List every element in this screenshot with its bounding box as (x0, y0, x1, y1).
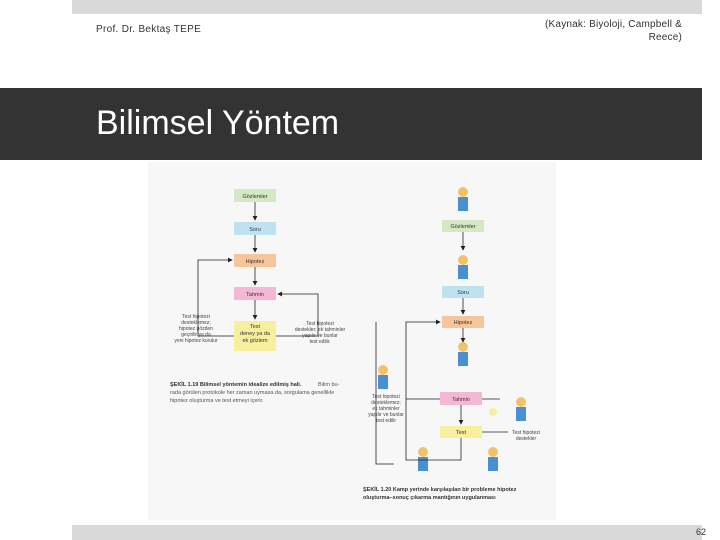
box-prediction-right (440, 392, 482, 405)
svg-text:test edilir: test edilir (376, 418, 396, 424)
scientific-method-diagram: Gözlemler Soru Hipotez Tahmin Test deney… (170, 187, 540, 501)
label-test-left-3: ek gözlem (242, 338, 267, 344)
person-icon (516, 397, 526, 421)
label-observations-left: Gözlemler (242, 194, 267, 200)
flowchart-right: Gözlemler Soru Hipotez Tahmin Test Test … (363, 187, 540, 501)
svg-text:Test hipotezi: Test hipotezi (512, 430, 540, 436)
box-hypothesis-left (234, 254, 276, 267)
svg-text:test edilir.: test edilir. (309, 339, 330, 345)
box-observations-right (442, 220, 484, 232)
label-prediction-left: Tahmin (246, 292, 264, 298)
label-prediction-right: Tahmin (452, 397, 470, 403)
box-question-left (234, 222, 276, 235)
person-icon (378, 365, 388, 389)
person-icon (418, 447, 428, 471)
svg-text:Test hipotezi: Test hipotezi (182, 314, 210, 320)
bottom-decor-bar (72, 525, 702, 540)
svg-text:rada görülen protokole her zam: rada görülen protokole her zaman uymasa … (170, 390, 334, 396)
box-question-right (442, 286, 484, 298)
label-question-right: Soru (457, 290, 469, 296)
svg-text:Test hipotezi: Test hipotezi (372, 394, 400, 400)
box-observations-left (234, 189, 276, 202)
svg-text:hipotez gözden: hipotez gözden (179, 326, 213, 332)
svg-text:oluşturma–sonuç çıkarma mantığ: oluşturma–sonuç çıkarma mantığının uygul… (363, 495, 496, 501)
caption-fig-1-20: ŞEKİL 1.20 Kamp yerinde karşılaşılan bir… (363, 486, 517, 501)
svg-text:ŞEKİL 1.19 Bilimsel yöntemin: ŞEKİL 1.19 Bilimsel yöntemin idealize ed… (170, 381, 302, 388)
note-left-flowchart-right: Test hipotezi desteklemez; ek tahminler … (368, 394, 404, 424)
box-hypothesis-right (442, 316, 484, 328)
svg-text:yapılır ve bunlar: yapılır ve bunlar (302, 333, 338, 339)
title-band (0, 88, 702, 160)
box-test-left (234, 321, 276, 351)
flowchart-left: Gözlemler Soru Hipotez Tahmin Test deney… (170, 189, 345, 404)
person-icon (458, 187, 468, 211)
slide-title: Bilimsel Yöntem (96, 104, 340, 142)
svg-text:desteklemez;: desteklemez; (371, 400, 400, 406)
flashlight-icon (489, 408, 497, 416)
person-icon (458, 255, 468, 279)
top-decor-bar (72, 0, 702, 14)
svg-text:hipotez oluşturma ve test etme: hipotez oluşturma ve test etmeyi içerir. (170, 398, 264, 404)
box-prediction-left (234, 287, 276, 300)
label-test-left-2: deney ya da (240, 331, 271, 337)
textbook-figure: Gözlemler Soru Hipotez Tahmin Test deney… (148, 162, 556, 520)
note-right-flowchart-right: Test hipotezi destekler (512, 430, 540, 442)
label-test-right: Test (456, 430, 467, 436)
author-name: Prof. Dr. Bektaş TEPE (96, 24, 202, 35)
svg-text:desteklemez;: desteklemez; (181, 320, 210, 326)
note-left-flowchart: Test hipotezi desteklemez; hipotez gözde… (174, 314, 218, 344)
box-test-right (440, 426, 482, 438)
svg-text:destekler: destekler (516, 436, 537, 442)
label-hypothesis-right: Hipotez (454, 320, 473, 326)
label-question-left: Soru (249, 227, 261, 233)
note-right-flowchart: Test hipotezi destekler; ek tahminler ya… (295, 321, 346, 345)
svg-text:ek tahminler: ek tahminler (372, 406, 400, 412)
svg-text:ŞEKİL 1.20 Kamp yerinde karşı: ŞEKİL 1.20 Kamp yerinde karşılaşılan bir… (363, 486, 517, 493)
label-observations-right: Gözlemler (450, 224, 475, 230)
svg-text:yapılır ve bunlar: yapılır ve bunlar (368, 412, 404, 418)
svg-text:Test hipotezi: Test hipotezi (306, 321, 334, 327)
person-icon (458, 342, 468, 366)
source-citation: (Kaynak: Biyoloji, Campbell & Reece) (545, 19, 682, 43)
label-hypothesis-left: Hipotez (246, 259, 265, 265)
svg-text:destekler; ek tahminler: destekler; ek tahminler (295, 327, 346, 333)
svg-text:yeni hipotez kurulur: yeni hipotez kurulur (174, 338, 218, 344)
page-number: 62 (695, 527, 706, 537)
label-test-left-1: Test (250, 324, 261, 330)
person-icon (488, 447, 498, 471)
svg-text:Bilim bu-: Bilim bu- (318, 382, 340, 388)
svg-text:geçirilir ya da: geçirilir ya da (181, 332, 211, 338)
caption-fig-1-19: ŞEKİL 1.19 Bilimsel yöntemin idealize ed… (170, 381, 340, 404)
